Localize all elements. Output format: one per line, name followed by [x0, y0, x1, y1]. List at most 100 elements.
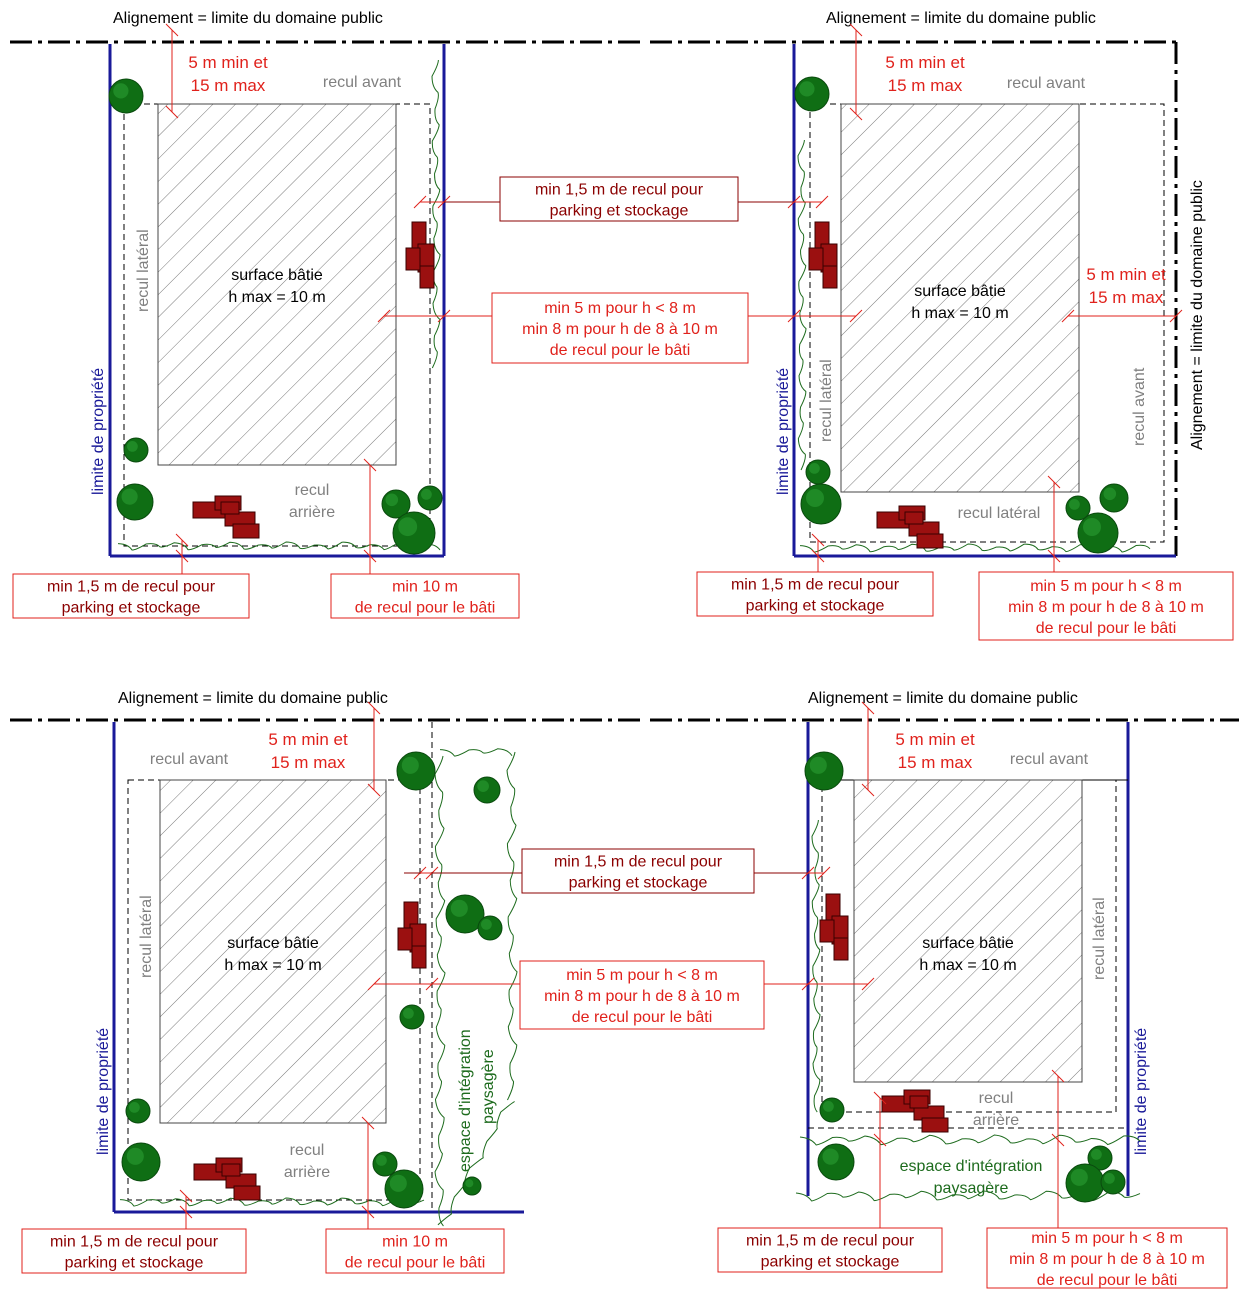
- vehicle-block: [411, 945, 427, 969]
- tree-highlight: [403, 1008, 414, 1019]
- landscape-space-label: paysagère: [934, 1180, 1009, 1197]
- building-setback-box: min 5 m pour h < 8 m min 8 m pour h de 8 …: [986, 1227, 1228, 1289]
- tree-icon: [1065, 495, 1091, 521]
- building-dimension: [801, 977, 875, 991]
- parking-icon: [808, 221, 838, 289]
- tree-icon: [372, 1151, 398, 1177]
- rear-setback-label: recul: [290, 1142, 325, 1159]
- dimension-tick: [849, 309, 863, 323]
- parking-icon: [819, 893, 849, 961]
- landscape-space-label: paysagère: [480, 1049, 497, 1124]
- label-box-text: parking et stockage: [550, 203, 689, 220]
- rear-setback-label: recul: [979, 1090, 1014, 1107]
- label-box-text: min 8 m pour h de 8 à 10 m: [1009, 1251, 1205, 1268]
- rear-setback-label: arrière: [289, 504, 335, 521]
- tree-icon: [477, 915, 503, 941]
- dimension-tick: [873, 1091, 887, 1105]
- dimension-tick: [801, 866, 815, 880]
- label-box: [325, 1228, 505, 1274]
- front-setback-value: 5 m min et: [885, 53, 965, 72]
- tree-icon: [399, 1004, 425, 1030]
- label-box-text: min 5 m pour h < 8 m: [544, 300, 696, 317]
- rear-setback-label: arrière: [284, 1164, 330, 1181]
- tree-highlight: [121, 488, 138, 505]
- front-setback-dimension: [849, 23, 863, 121]
- tree-icon: [1100, 1169, 1126, 1195]
- tree-icon: [125, 1098, 151, 1124]
- parking-icon: [397, 901, 427, 969]
- label-box: [696, 571, 934, 617]
- alignment-title: Alignement = limite du domaine public: [826, 10, 1096, 27]
- dimension-tick: [175, 533, 189, 547]
- label-box-text: min 5 m pour h < 8 m: [1031, 1230, 1183, 1247]
- built-surface-height: h max = 10 m: [911, 305, 1008, 322]
- vehicle-block: [419, 265, 435, 289]
- tree-highlight: [129, 1102, 140, 1113]
- rear-setback-label: recul: [295, 482, 330, 499]
- property-limit-label: limite de propriété: [775, 368, 792, 495]
- property-limit-label: limite de propriété: [1133, 1028, 1150, 1155]
- front-setback-label: recul avant: [1010, 751, 1089, 768]
- tree-icon: [384, 1169, 424, 1209]
- label-box-text: min 8 m pour h de 8 à 10 m: [1008, 599, 1204, 616]
- built-surface: [840, 103, 1080, 493]
- built-surface-hatch: [157, 103, 397, 466]
- tree-icon: [473, 776, 501, 804]
- tree-highlight: [823, 1101, 834, 1112]
- tree-icon: [123, 437, 149, 463]
- tree-icon: [121, 1142, 161, 1182]
- tree-highlight: [401, 756, 419, 774]
- vehicle-block: [220, 501, 240, 515]
- tree-icon: [819, 1097, 845, 1123]
- vehicle-block: [808, 247, 824, 271]
- hedge-bottom: [119, 1197, 425, 1207]
- built-surface-hatch: [159, 779, 387, 1124]
- dimension-tick: [811, 533, 825, 547]
- tree-highlight: [1083, 518, 1101, 536]
- label-box-text: min 5 m pour h < 8 m: [1030, 578, 1182, 595]
- label-box-text: min 1,5 m de recul pour: [554, 854, 723, 871]
- parking-icon: [193, 1157, 261, 1201]
- tree-highlight: [809, 756, 827, 774]
- tree-highlight: [465, 1179, 474, 1188]
- built-surface-height: h max = 10 m: [228, 289, 325, 306]
- side-setback-label: recul latéral: [135, 229, 152, 312]
- label-box-text: parking et stockage: [761, 1254, 900, 1271]
- dimension-tick: [165, 105, 179, 119]
- hedge-left: [797, 139, 807, 471]
- label-box-text: min 1,5 m de recul pour: [50, 1234, 219, 1251]
- rear-setback-box: min 10 mde recul pour le bâti: [325, 1228, 505, 1274]
- hedge-left: [811, 819, 821, 1113]
- front-setback-value: 5 m min et: [188, 53, 268, 72]
- tree-icon: [800, 483, 842, 525]
- label-box-text: de recul pour le bâti: [1036, 620, 1177, 637]
- dimension-tick: [1169, 309, 1183, 323]
- dimension-tick: [413, 195, 427, 209]
- tree-icon: [805, 459, 831, 485]
- label-box: [986, 1227, 1228, 1289]
- front-setback-value: 15 m max: [191, 76, 266, 95]
- built-surface-label: surface bâtie: [922, 935, 1014, 952]
- tree-highlight: [1070, 1168, 1088, 1186]
- dimension-tick: [1061, 309, 1075, 323]
- dimension-tick: [849, 23, 863, 37]
- front-setback-label: recul avant: [150, 751, 229, 768]
- tree-highlight: [799, 81, 815, 97]
- side-setback-label: recul latéral: [958, 505, 1041, 522]
- tree-icon: [1065, 1163, 1105, 1203]
- dimension-tick: [361, 1116, 375, 1130]
- building-setback-box: min 5 m pour h < 8 m min 8 m pour h de 8 …: [978, 571, 1234, 641]
- dimension-tick: [787, 195, 801, 209]
- front-setback-value: 5 m min et: [1086, 265, 1166, 284]
- label-box: [21, 1228, 247, 1274]
- vehicle-block: [921, 1117, 949, 1133]
- building-dimension: [787, 309, 863, 323]
- front-setback-label: recul avant: [1007, 75, 1086, 92]
- tree-icon: [116, 483, 154, 521]
- tree-icon: [1099, 483, 1129, 513]
